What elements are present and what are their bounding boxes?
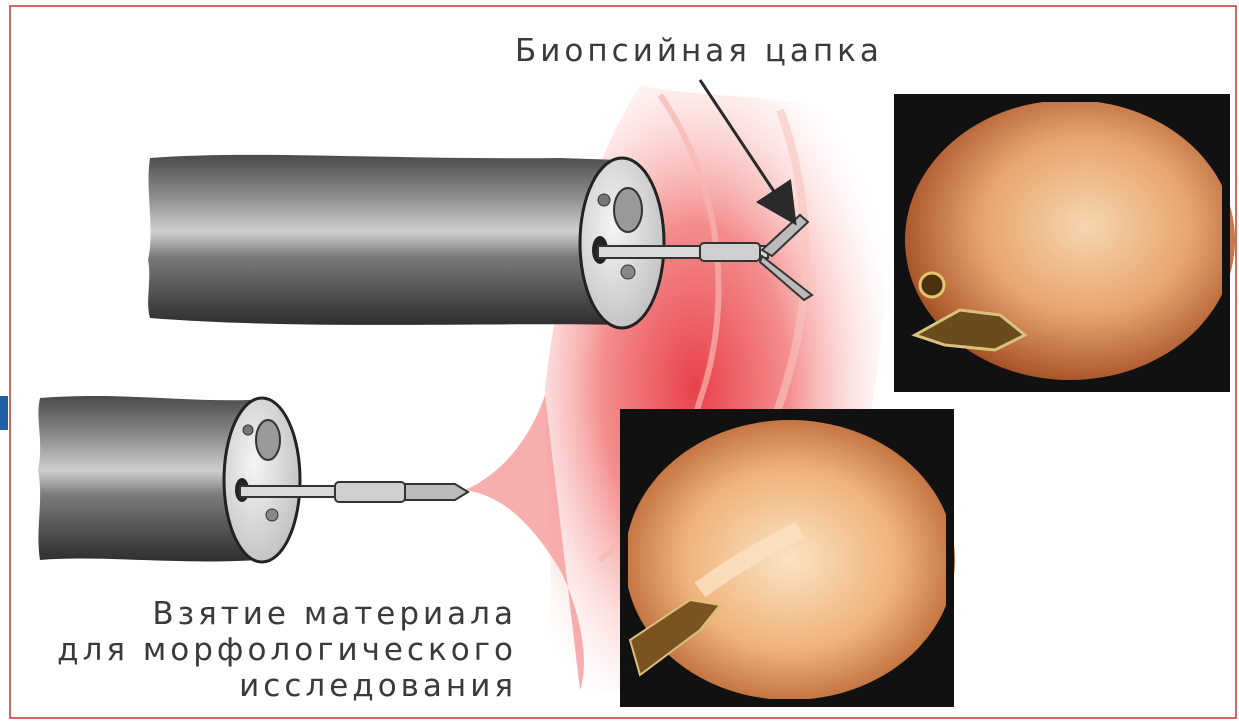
forceps-label: Биопсийная цапка — [515, 33, 883, 69]
endoscope-icon — [148, 155, 664, 328]
side-tab — [0, 396, 8, 430]
sampling-label-line-2: для морфологического — [57, 632, 517, 668]
sampling-label-line-3: исследования — [57, 668, 517, 704]
endoscopic-photo-top — [898, 98, 1235, 388]
endoscopic-photo-bottom — [624, 413, 955, 703]
sampling-label: Взятие материала для морфологического ис… — [57, 596, 517, 704]
sampling-label-line-1: Взятие материала — [57, 596, 517, 632]
endoscope-bottom — [38, 396, 300, 562]
